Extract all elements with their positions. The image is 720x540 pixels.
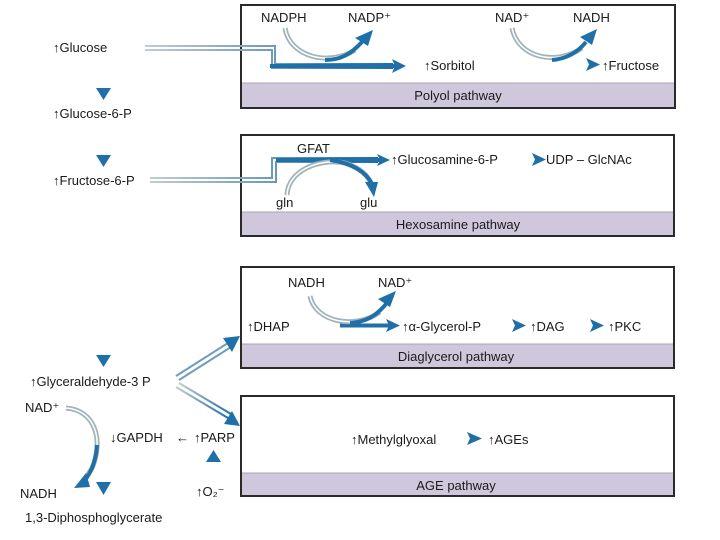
arrow-f6p-to-g3p — [96, 191, 111, 367]
fructose-6-p-label: ↑Fructose-6-P — [53, 173, 135, 188]
nad-plus-label: NAD⁺ — [25, 400, 59, 415]
alpha-glycerol-p-label: ↑α-Glycerol-P — [402, 319, 481, 334]
arrow-nad-to-nadh — [65, 405, 100, 488]
arrow-glucose-to-sorbitol — [145, 45, 406, 73]
pkc-label: ↑PKC — [608, 319, 641, 334]
arrow-methylglyoxal-to-ages — [452, 432, 482, 445]
fructose-label: ↑Fructose — [602, 58, 659, 73]
age-pathway-box: AGE pathway — [240, 395, 675, 497]
arrow-nadh-to-nad-diaglycerol — [307, 291, 396, 325]
nad-plus-polyol-label: NAD⁺ — [495, 10, 529, 25]
arrow-glycerol-p-to-dag — [498, 319, 526, 332]
gfat-label: GFAT — [297, 141, 330, 156]
glucosamine-6-p-label: ↑Glucosamine-6-P — [391, 152, 498, 167]
gapdh-inhibit-arrow: ← — [176, 430, 189, 445]
arrow-sorbitol-to-fructose — [512, 58, 600, 71]
glucose-label: ↑Glucose — [53, 40, 107, 55]
nad-plus-diaglycerol-label: NAD⁺ — [378, 275, 412, 290]
arrow-g6p-to-f6p — [96, 124, 111, 167]
nadh-label: NADH — [20, 486, 57, 501]
arrow-superoxide-to-parp — [206, 450, 221, 480]
pathway-band — [242, 344, 673, 367]
arrow-g3p-to-parp-age — [175, 382, 240, 426]
arrow-nad-to-nadh-polyol — [509, 27, 597, 62]
pathway-band — [242, 83, 674, 107]
diphosphoglycerate-label: 1,3-Diphosphoglycerate — [25, 510, 162, 525]
arrow-glucosamine-to-udp-glcnac — [518, 153, 546, 166]
nadph-label: NADPH — [261, 10, 307, 25]
nadh-polyol-label: NADH — [573, 10, 610, 25]
pathway-title: Hexosamine pathway — [396, 217, 521, 232]
pathway-title: Polyol pathway — [414, 88, 502, 103]
dhap-label: ↑DHAP — [247, 319, 290, 334]
arrow-g3p-to-dhap — [175, 336, 240, 381]
arrow-gln-to-glu — [284, 158, 378, 197]
pathway-band — [242, 212, 673, 235]
glyceraldehyde-3-p-label: ↑Glyceraldehyde-3 P — [30, 374, 151, 389]
nadh-diaglycerol-label: NADH — [288, 275, 325, 290]
parp-label: ↑PARP — [194, 430, 235, 445]
pathway-title: Diaglycerol pathway — [398, 349, 515, 364]
dag-label: ↑DAG — [530, 319, 565, 334]
methylglyoxal-label: ↑Methylglyoxal — [351, 432, 436, 447]
nadp-plus-label: NADP⁺ — [348, 10, 391, 25]
sorbitol-label: ↑Sorbitol — [424, 58, 475, 73]
diaglycerol-pathway-box: Diaglycerol pathway — [240, 266, 675, 369]
gln-label: gln — [276, 195, 293, 210]
udp-glcnac-label: UDP – GlcNAc — [546, 152, 632, 167]
arrow-nadph-to-nadp — [282, 27, 373, 62]
glucose-6-p-label: ↑Glucose-6-P — [53, 106, 132, 121]
arrow-dag-to-pkc — [576, 319, 604, 332]
glu-label: glu — [360, 195, 377, 210]
arrow-glucose-to-g6p — [96, 57, 111, 100]
pathway-title: AGE pathway — [416, 478, 496, 493]
hexosamine-pathway-box: Hexosamine pathway — [240, 134, 675, 237]
arrow-g3p-to-dpg — [96, 404, 111, 495]
gapdh-label: ↓GAPDH — [110, 430, 163, 445]
pathway-band — [242, 473, 673, 495]
superoxide-label: ↑O₂⁻ — [196, 484, 225, 499]
ages-label: ↑AGEs — [488, 432, 529, 447]
